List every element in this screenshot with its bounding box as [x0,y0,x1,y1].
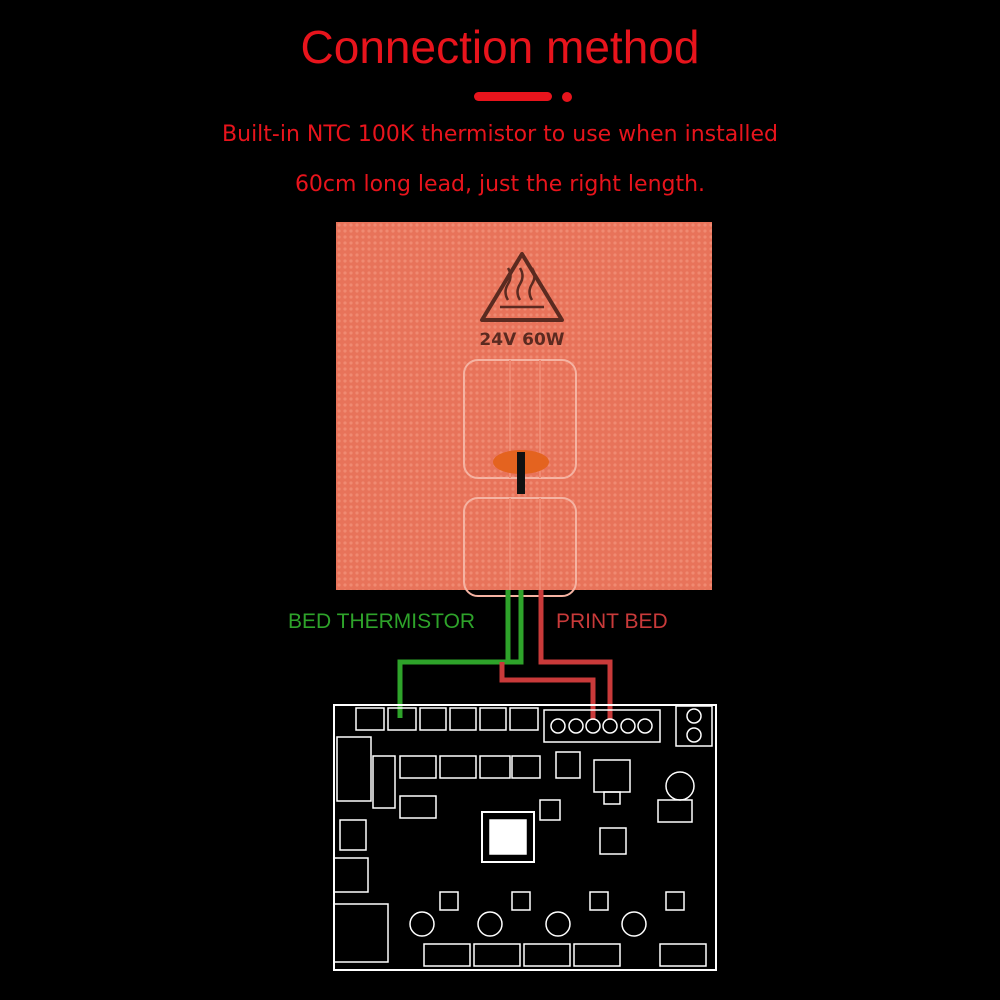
silicone-heater-pad: 24V 60W [336,222,712,597]
hot-surface-warning-icon [480,252,564,322]
subtitle-thermistor: Built-in NTC 100K thermistor to use when… [222,122,778,147]
thermistor-wire [397,590,524,718]
title-underline-dot [562,92,572,102]
subtitle-lead-length: 60cm long lead, just the right length. [294,172,706,197]
bed-thermistor-label: BED THERMISTOR [288,610,476,633]
page-title: Connection method [300,21,700,73]
print-bed-wire [499,590,613,720]
title-underline-bar [474,92,552,101]
heater-rating-label: 24V 60W [479,330,564,350]
print-bed-label: PRINT BED [556,610,668,633]
controller-board [333,704,717,971]
